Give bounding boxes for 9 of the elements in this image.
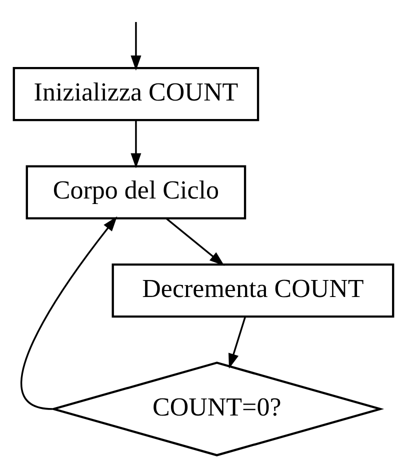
arrow — [130, 120, 142, 168]
arrow — [228, 316, 246, 368]
arrow — [130, 22, 142, 70]
node-box: Decrementa COUNT — [112, 262, 394, 318]
arrow — [20, 216, 118, 410]
node-diamond: COUNT=0? — [50, 361, 384, 456]
arrow — [166, 218, 224, 266]
node-box: Inizializza COUNT — [12, 66, 260, 121]
node-box: Corpo del Ciclo — [26, 164, 246, 219]
